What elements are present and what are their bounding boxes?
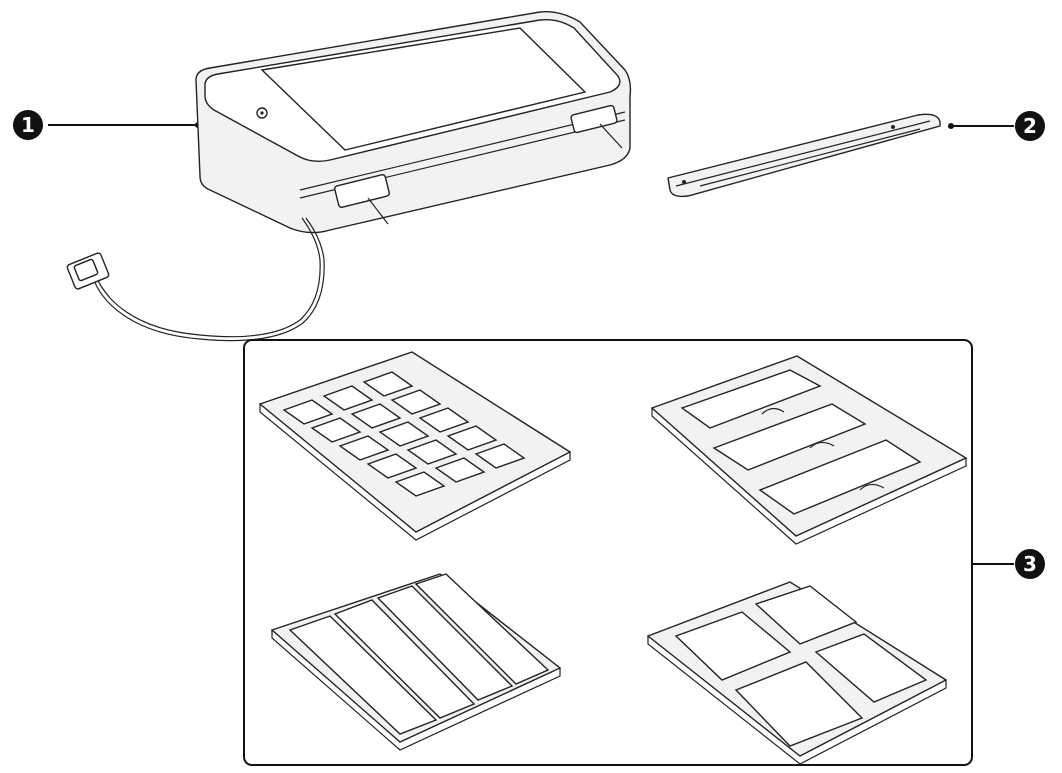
callout-3: 3 [243, 339, 1045, 766]
holder-set-frame [243, 339, 973, 766]
slide-slot [390, 389, 442, 415]
callout-badge-3 [1015, 549, 1045, 579]
leader-dot-2 [948, 123, 954, 129]
scanner-lid-unit [66, 11, 632, 342]
callout-number-3: 3 [1023, 552, 1037, 576]
medium-format-holder [650, 355, 968, 545]
callout-badge-2 [1015, 111, 1045, 141]
slide-slot [282, 399, 334, 425]
slide-slot [362, 371, 414, 397]
callout-number-2: 2 [1023, 114, 1037, 138]
slide-slot [366, 453, 418, 479]
slide-slot [406, 439, 458, 465]
sheet-film-holder [646, 581, 948, 765]
slide-slot [322, 385, 374, 411]
slide-slot [310, 417, 362, 443]
slide-slot [418, 407, 470, 433]
slide-slot [350, 403, 402, 429]
slide-slot [474, 443, 526, 469]
callout-2: 2 [948, 111, 1045, 141]
slide-holder [258, 351, 572, 541]
holder-strip [667, 113, 941, 198]
callout-1: 1 [13, 110, 201, 140]
slide-slot [446, 425, 498, 451]
slide-slot [434, 457, 486, 483]
slide-slot [338, 435, 390, 461]
slide-slot [378, 421, 430, 447]
slide-slot [394, 471, 446, 497]
strip-film-holder [270, 573, 562, 751]
callout-number-1: 1 [21, 113, 35, 137]
callout-badge-1 [13, 110, 43, 140]
